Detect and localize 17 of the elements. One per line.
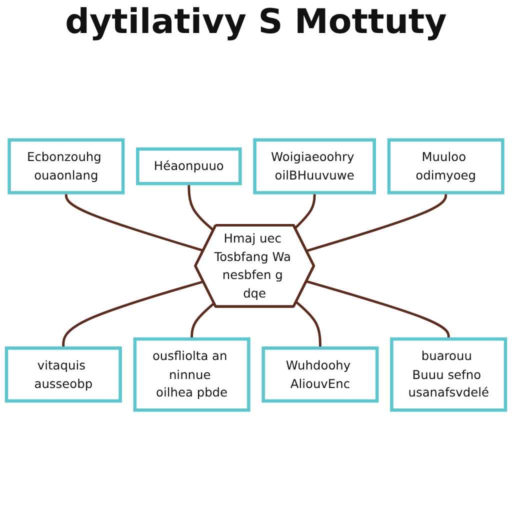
connector [64, 192, 204, 252]
node-box: Woigiaeoohry oilBHuuvuwe [253, 138, 376, 194]
connector [296, 301, 322, 348]
connector [306, 192, 448, 252]
node-box: Muuloo odimyoeg [387, 138, 504, 194]
node-box: vitaquis ausseobp [4, 346, 122, 403]
connector [190, 302, 215, 339]
node-box: ousfliolta an ninnue oilhea pbde [133, 337, 250, 412]
node-box: Ecbonzouhg ouaonlang [8, 138, 125, 194]
node-box: Héaonpuuo [136, 147, 242, 186]
title: dytilativy S Mottuty [64, 1, 448, 44]
connector [294, 192, 316, 230]
node-box: Wuhdoohy AliouvEnc [262, 346, 379, 403]
connector [306, 280, 450, 339]
node-box: buarouu Buuu sefno usanafsvdelé [390, 337, 508, 412]
connector [188, 184, 214, 232]
connector [62, 280, 204, 348]
